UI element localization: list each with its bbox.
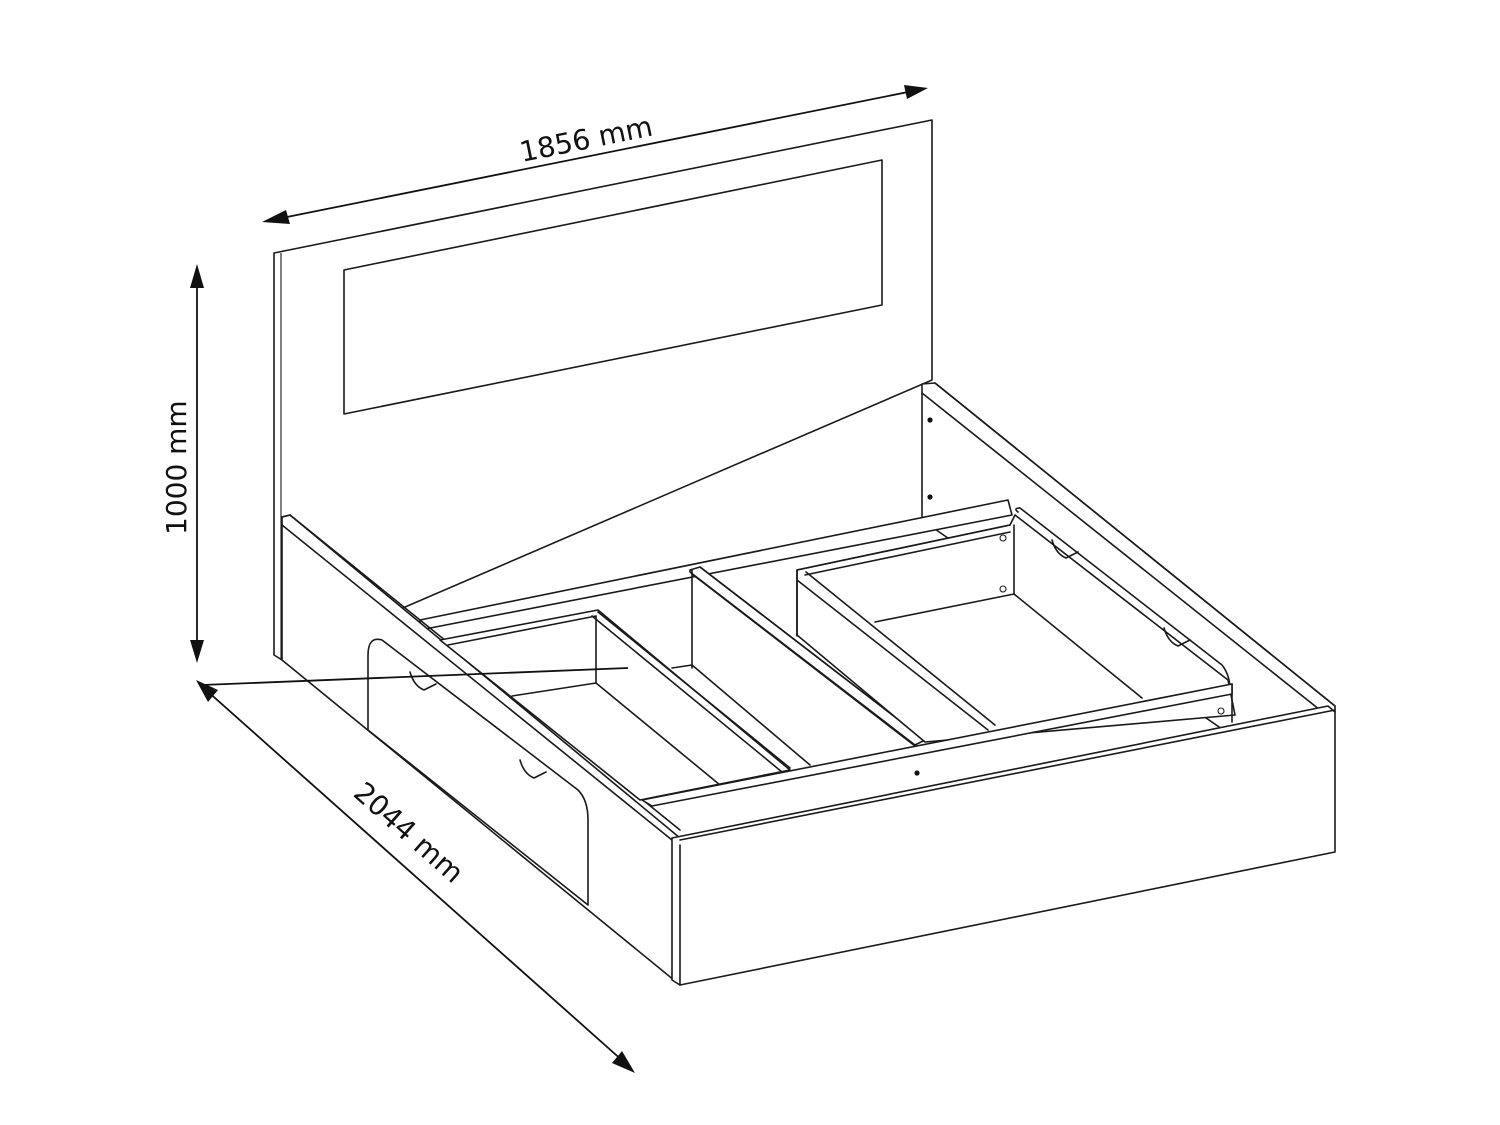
width-label: 1856 mm	[517, 110, 656, 169]
arrow-right-icon	[904, 85, 928, 99]
footboard	[671, 705, 1336, 986]
bolt-hole	[927, 417, 933, 423]
screw-icon	[999, 534, 1007, 542]
arrow-up-left-icon	[196, 680, 218, 702]
center-divider	[671, 566, 926, 766]
dimension-height: 1000 mm	[160, 264, 204, 663]
left-drawer-box	[439, 609, 791, 801]
bolt-hole	[914, 770, 920, 776]
drawer-handle	[1163, 627, 1191, 647]
drawer-handle	[1051, 539, 1079, 559]
arrow-left-icon	[262, 210, 290, 224]
screw-icon	[1217, 707, 1225, 715]
right-drawer	[796, 507, 1236, 743]
headboard	[273, 119, 933, 661]
arrow-down-right-icon	[612, 1051, 635, 1073]
drawer-handle	[519, 759, 547, 779]
arrow-up-icon	[190, 264, 204, 288]
height-label: 1000 mm	[160, 400, 193, 535]
arrow-down-icon	[190, 640, 204, 663]
dimension-length	[201, 667, 629, 686]
screw-icon	[999, 585, 1007, 593]
left-drawer	[367, 638, 589, 906]
bolt-hole	[927, 494, 933, 500]
headboard-panel	[343, 159, 883, 415]
inner-front-board	[641, 683, 1233, 807]
right-side-rail	[921, 382, 1336, 737]
drawer-handle	[409, 671, 437, 691]
